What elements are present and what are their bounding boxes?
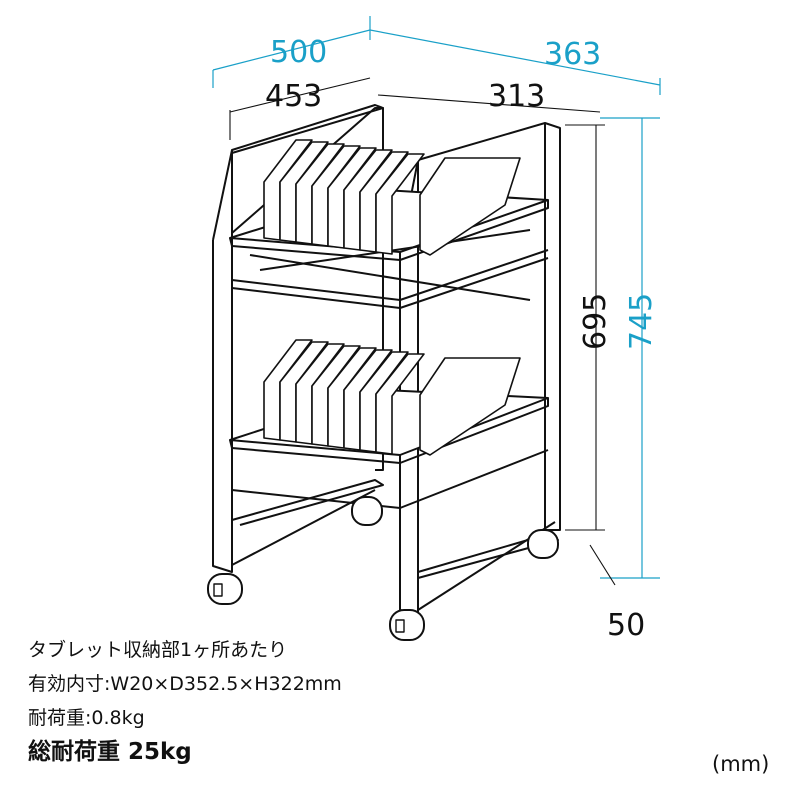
dimension-lines-black: [229, 77, 616, 586]
right-side-frame: [399, 122, 561, 531]
note-slot-load: 耐荷重:0.8kg: [28, 707, 145, 729]
dim-745: 745: [624, 293, 659, 350]
dim-363: 363: [544, 37, 601, 72]
dim-453: 453: [265, 79, 322, 114]
unit-label: (mm): [712, 752, 770, 776]
note-per-slot: タブレット収納部1ヶ所あたり: [28, 639, 288, 661]
dimension-lines-accent: [212, 16, 661, 579]
width-453-line: [229, 77, 371, 113]
note-inner-size: 有効内寸:W20×D352.5×H322mm: [28, 673, 342, 695]
caster-back-right: [527, 529, 559, 559]
spec-notes: タブレット収納部1ヶ所あたり 有効内寸:W20×D352.5×H322mm 耐荷…: [28, 633, 342, 769]
caster-front-left: [207, 573, 243, 605]
caster-50-leader: [589, 544, 616, 586]
bottom-rail-left: [231, 479, 384, 526]
dim-313: 313: [488, 79, 545, 114]
depth-313-line: [377, 94, 601, 113]
dim-500: 500: [270, 35, 327, 70]
width-500-line: [212, 29, 371, 71]
upper-tablets: [263, 139, 521, 256]
caster-front-right: [389, 609, 425, 641]
dim-695: 695: [578, 293, 613, 350]
depth-363-line: [369, 29, 661, 86]
note-total-load: 総耐荷重 25kg: [28, 739, 192, 765]
lower-tablets: [263, 339, 521, 456]
dim-50: 50: [607, 608, 645, 643]
caster-back-left: [351, 496, 383, 526]
cart-body: [207, 104, 561, 641]
